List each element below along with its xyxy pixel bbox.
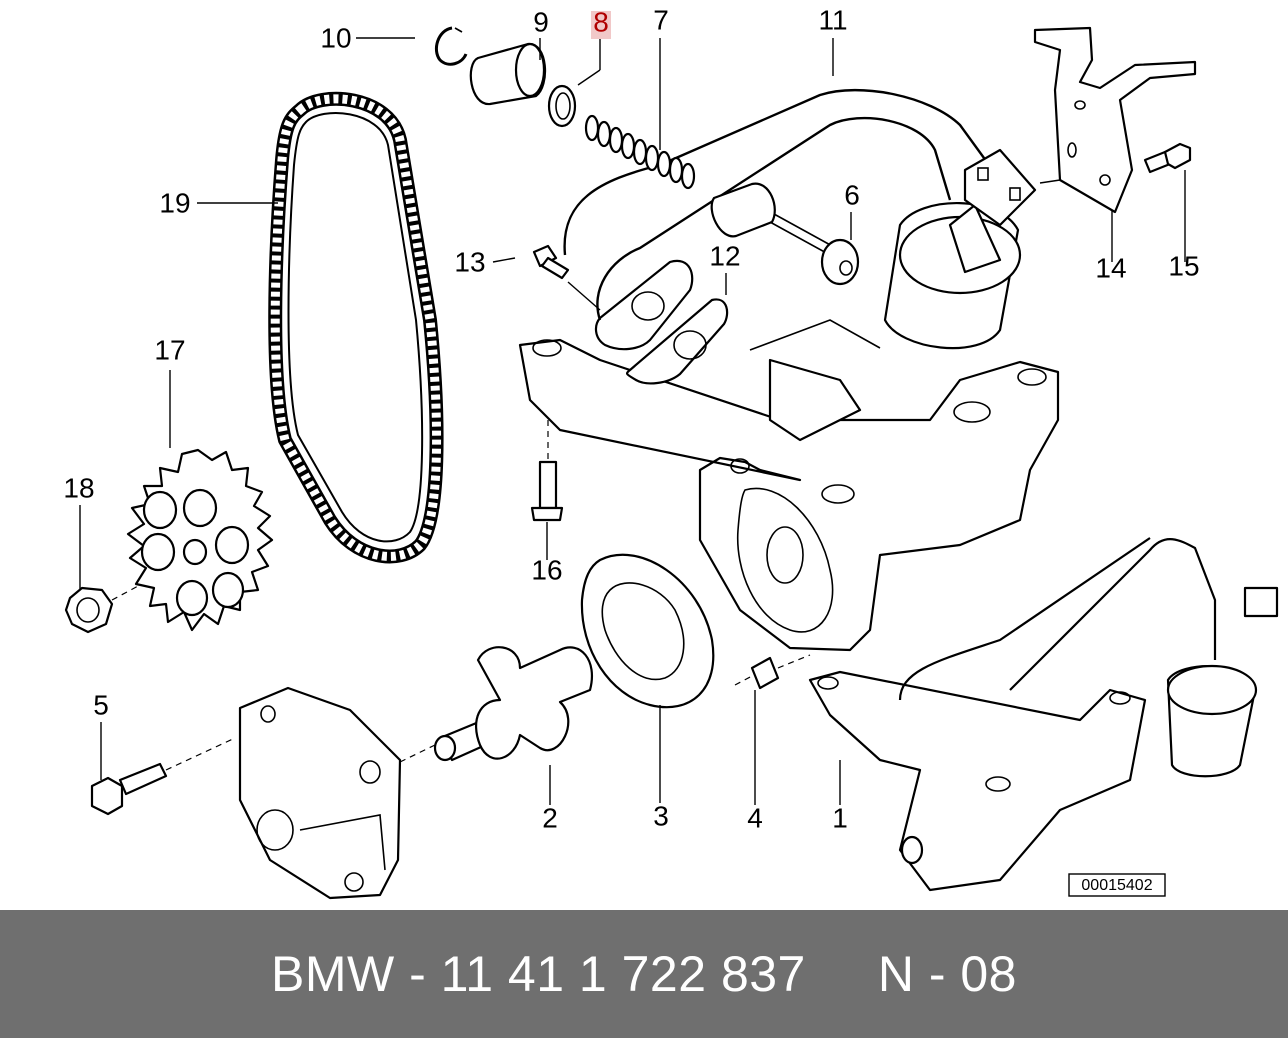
oil-strainer bbox=[883, 148, 1037, 350]
footer-bar: BMW - 11 41 1 722 837 N - 08 bbox=[0, 910, 1288, 1038]
label-part-11: 11 bbox=[818, 4, 847, 35]
label-part-2: 2 bbox=[542, 802, 558, 833]
dowel-sleeve bbox=[734, 654, 811, 690]
label-part-5: 5 bbox=[93, 689, 109, 720]
suction-pipe bbox=[563, 88, 1001, 321]
label-part-4: 4 bbox=[747, 802, 763, 833]
sleeve bbox=[469, 42, 547, 106]
bolt bbox=[90, 737, 236, 816]
o-ring bbox=[547, 84, 577, 128]
label-part-13: 13 bbox=[454, 246, 485, 277]
label-part-7: 7 bbox=[653, 4, 669, 35]
pump-housing bbox=[518, 319, 1060, 652]
flange-bolt bbox=[532, 244, 601, 311]
parts-diagram: 10 9 8 7 11 19 6 13 12 14 15 17 18 16 5 … bbox=[63, 4, 1279, 900]
timing-chain bbox=[268, 91, 444, 564]
circlip bbox=[435, 26, 468, 66]
drawing-number: 00015402 bbox=[1081, 877, 1152, 894]
highlight-marker bbox=[591, 11, 611, 39]
label-part-3: 3 bbox=[653, 800, 669, 831]
stud-bolt bbox=[530, 420, 564, 522]
label-part-8: 8 bbox=[593, 6, 609, 37]
rotor-shaft bbox=[433, 646, 593, 762]
relief-piston bbox=[710, 182, 860, 286]
label-part-12: 12 bbox=[709, 240, 740, 271]
part-number-caption: BMW - 11 41 1 722 837 N - 08 bbox=[271, 946, 1017, 1002]
label-part-1: 1 bbox=[832, 802, 848, 833]
label-part-15: 15 bbox=[1168, 250, 1199, 281]
label-part-10: 10 bbox=[320, 22, 351, 53]
pump-cover bbox=[238, 686, 436, 900]
leader-lines bbox=[79, 37, 1186, 805]
label-part-19: 19 bbox=[159, 187, 190, 218]
label-part-18: 18 bbox=[63, 472, 94, 503]
part-labels: 10 9 8 7 11 19 6 13 12 14 15 17 18 16 5 … bbox=[63, 4, 1199, 833]
label-part-14: 14 bbox=[1095, 252, 1126, 283]
label-part-17: 17 bbox=[154, 334, 185, 365]
label-part-9: 9 bbox=[533, 6, 549, 37]
pump-assembly bbox=[808, 537, 1279, 892]
outer-rotor bbox=[580, 553, 715, 709]
drawing-number-box: 00015402 bbox=[1068, 873, 1166, 897]
label-part-16: 16 bbox=[531, 554, 562, 585]
nut bbox=[64, 584, 141, 634]
spring bbox=[584, 114, 696, 190]
gasket bbox=[594, 259, 729, 385]
sprocket bbox=[126, 448, 274, 632]
bracket bbox=[1033, 26, 1197, 214]
label-part-6: 6 bbox=[844, 179, 860, 210]
screw bbox=[1143, 142, 1192, 174]
